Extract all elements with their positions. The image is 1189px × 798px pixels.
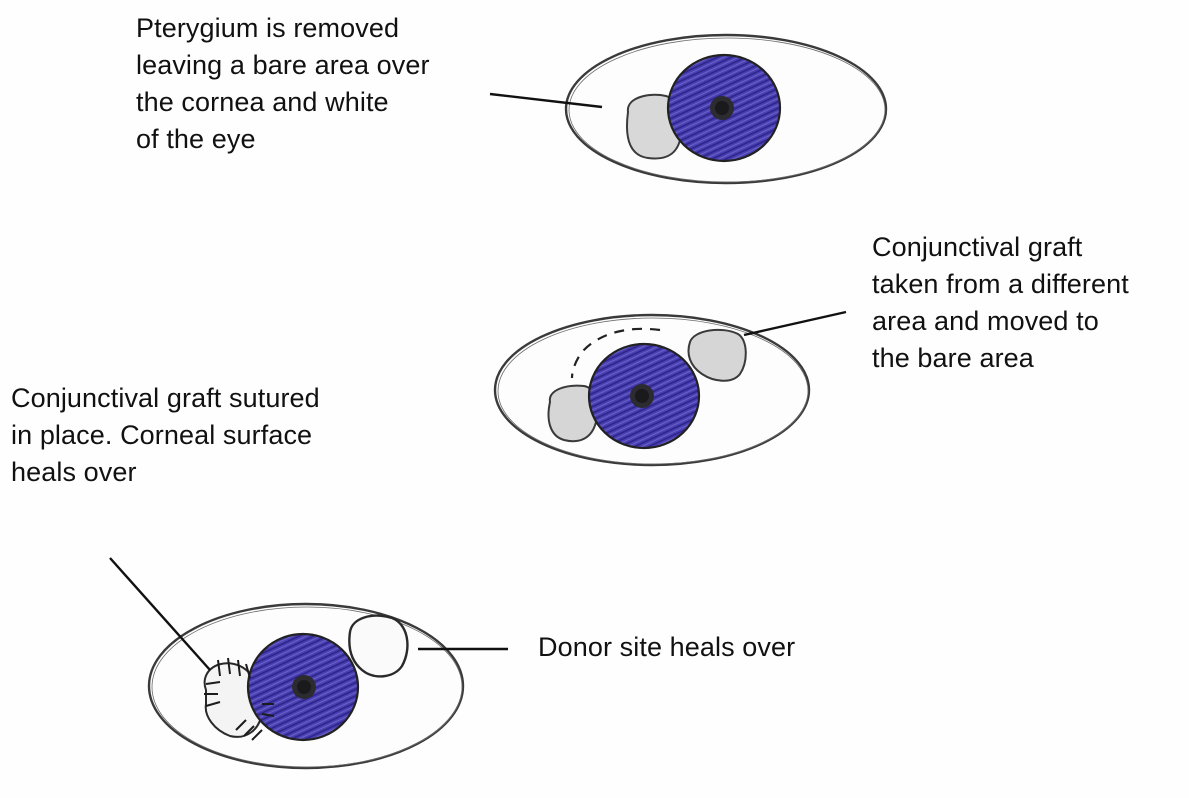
annotation-line: area and moved to [872,303,1129,340]
annotation-line: taken from a different [872,266,1129,303]
annotation-line: leaving a bare area over [136,47,430,84]
leader-line-2 [744,312,846,335]
annotation-line: Conjunctival graft sutured [11,380,320,417]
annotation-line: in place. Corneal surface [11,417,320,454]
annotation-line: Conjunctival graft [872,229,1129,266]
annotation-line: of the eye [136,121,430,158]
annotation-line: Donor site heals over [538,629,795,666]
annotation-step-4: Donor site heals over [538,629,795,666]
donor-site-patch [349,616,407,677]
annotation-step-3: Conjunctival graft sutured in place. Cor… [11,380,320,491]
eye-3-icon [149,604,463,768]
annotation-line: the bare area [872,340,1129,377]
annotation-step-2: Conjunctival graft taken from a differen… [872,229,1129,377]
annotation-step-1: Pterygium is removed leaving a bare area… [136,10,430,158]
annotation-line: heals over [11,454,320,491]
annotation-line: Pterygium is removed [136,10,430,47]
eye-2-icon [495,315,809,465]
annotation-line: the cornea and white [136,84,430,121]
leader-line-3 [110,558,210,670]
eye-1-icon [566,35,886,183]
